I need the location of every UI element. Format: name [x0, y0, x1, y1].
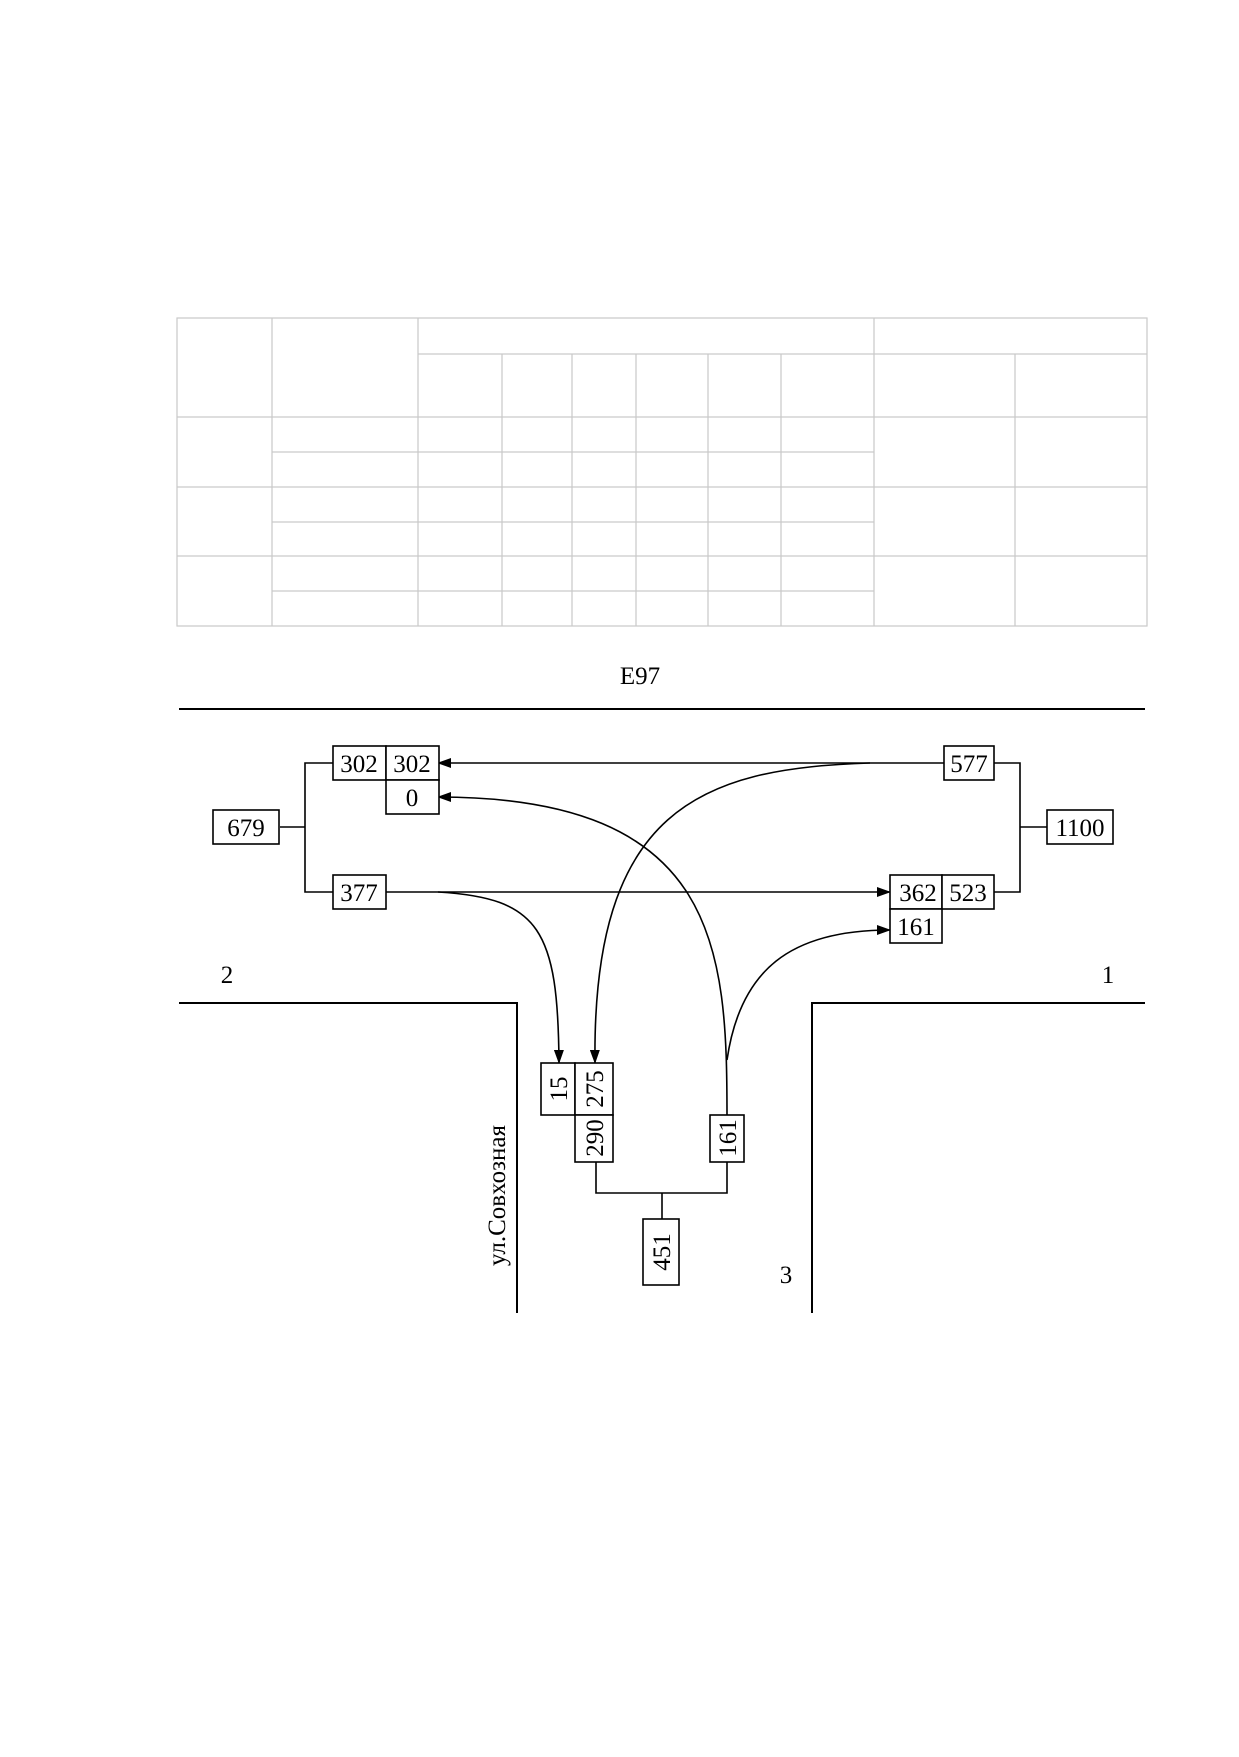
east-out-total-box [941, 874, 995, 910]
south-in-from-west-box [540, 1062, 576, 1116]
east-total-value: 1100 [1055, 815, 1104, 842]
approach-1-label: 1 [1102, 962, 1115, 989]
west-out-uturn-box [385, 779, 440, 815]
south-in-total-box [574, 1114, 614, 1163]
south-group: 15 275 290 161 451 [540, 1062, 745, 1286]
east-in-total-value: 577 [950, 751, 988, 778]
connector-wires [280, 762, 1047, 1219]
west-in-total-box [332, 874, 387, 910]
east-in-total-box [943, 745, 995, 781]
east-out-from-south-value: 161 [897, 914, 935, 941]
west-total-value: 679 [227, 815, 265, 842]
west-in-total-value: 377 [340, 880, 378, 907]
south-in-from-east-value: 275 [582, 1070, 609, 1108]
south-out-total-value: 161 [715, 1119, 742, 1157]
flow-arrow-west-to-south [437, 891, 564, 1064]
west-bracket [304, 762, 333, 893]
street-name-label: ул.Совхозная [484, 1124, 511, 1266]
approach-3-label: 3 [780, 1262, 793, 1289]
road-edges [179, 708, 1145, 1313]
south-total-value: 451 [649, 1233, 676, 1271]
west-out-straight-value: 302 [340, 751, 378, 778]
flow-arrow-east-to-south [589, 762, 871, 1064]
south-total-box [642, 1218, 680, 1286]
east-bracket [994, 762, 1021, 893]
south-in-from-west-value: 15 [546, 1077, 573, 1102]
south-out-total-box [709, 1114, 745, 1163]
table-border [176, 317, 1148, 627]
west-group: 679 302 302 0 377 [212, 745, 440, 910]
road-corner-southeast [811, 1002, 1145, 1313]
west-out-uturn-value: 0 [406, 785, 419, 812]
flow-arrow-south-to-west-uturn [437, 792, 728, 1118]
west-out-total-value: 302 [393, 751, 431, 778]
south-bracket [595, 1162, 728, 1194]
flow-arrows [386, 758, 944, 1118]
flow-arrow-south-to-east [726, 925, 891, 1061]
east-out-total-value: 523 [949, 880, 987, 907]
empty-table [176, 317, 1148, 627]
east-out-straight-value: 362 [899, 880, 937, 907]
road-name-label: E97 [620, 663, 660, 690]
east-group: 577 1100 362 523 161 [889, 745, 1114, 944]
approach-2-label: 2 [221, 962, 234, 989]
east-out-from-south-box [889, 908, 943, 944]
west-total-box [212, 809, 280, 845]
west-out-straight-box [332, 745, 387, 781]
road-corner-southwest [179, 1002, 518, 1313]
south-in-total-value: 290 [582, 1119, 609, 1157]
east-total-box [1046, 809, 1114, 845]
